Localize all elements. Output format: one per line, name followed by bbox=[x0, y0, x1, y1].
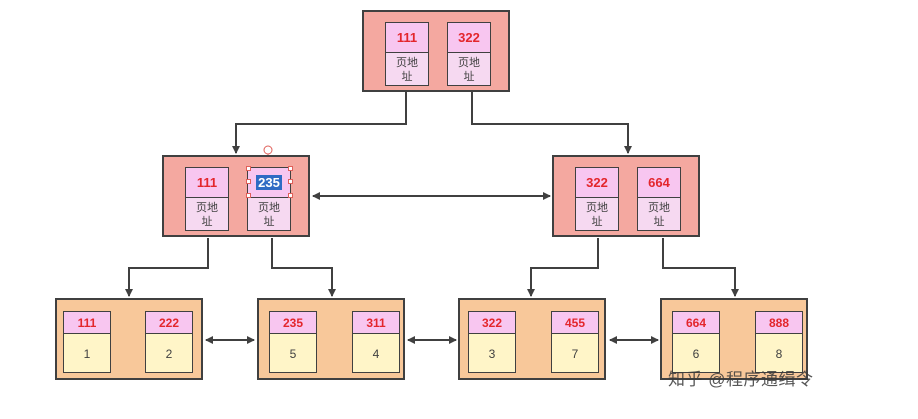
leaf4-entry-1[interactable]: 664 6 bbox=[672, 311, 720, 373]
internal1-cell-1[interactable]: 111 页地址 bbox=[185, 167, 229, 231]
root-addr-1: 页地址 bbox=[396, 55, 418, 83]
internal-node-2[interactable]: 322 页地址 664 页地址 bbox=[552, 155, 700, 237]
leaf3-entry-1[interactable]: 322 3 bbox=[468, 311, 516, 373]
selected-key-text[interactable]: 235 bbox=[256, 175, 282, 190]
leaf2-entry-1[interactable]: 235 5 bbox=[269, 311, 317, 373]
leaf3-key-2: 455 bbox=[552, 312, 598, 334]
leaf1-value-2: 2 bbox=[165, 346, 173, 361]
root-cell-1[interactable]: 111 页地址 bbox=[385, 22, 429, 86]
leaf2-entry-2[interactable]: 311 4 bbox=[352, 311, 400, 373]
root-key-2: 322 bbox=[448, 23, 490, 53]
leaf-node-2[interactable]: 235 5 311 4 bbox=[257, 298, 405, 380]
internal2-key-1: 322 bbox=[576, 168, 618, 198]
leaf-node-4[interactable]: 664 6 888 8 bbox=[660, 298, 808, 380]
root-key-1: 111 bbox=[386, 23, 428, 53]
resize-handle-se[interactable] bbox=[288, 193, 293, 198]
leaf2-key-2: 311 bbox=[353, 312, 399, 334]
leaf4-value-1: 6 bbox=[692, 346, 700, 361]
resize-handle-nw[interactable] bbox=[246, 166, 251, 171]
resize-handle-ne[interactable] bbox=[288, 166, 293, 171]
leaf3-key-1: 322 bbox=[469, 312, 515, 334]
leaf1-entry-2[interactable]: 222 2 bbox=[145, 311, 193, 373]
leaf2-value-1: 5 bbox=[289, 346, 297, 361]
leaf1-value-1: 1 bbox=[83, 346, 91, 361]
root-cell-2[interactable]: 322 页地址 bbox=[447, 22, 491, 86]
edge-int2-leaf3 bbox=[527, 238, 599, 297]
rotate-handle-icon bbox=[263, 145, 273, 155]
leaf3-value-1: 3 bbox=[488, 346, 496, 361]
zhihu-watermark: 知乎 @程序通缉令 bbox=[668, 370, 814, 389]
root-node[interactable]: 111 页地址 322 页地址 bbox=[362, 10, 510, 92]
resize-handle-w[interactable] bbox=[246, 179, 251, 184]
leaf4-entry-2[interactable]: 888 8 bbox=[755, 311, 803, 373]
leaf2-key-1: 235 bbox=[270, 312, 316, 334]
leaf-node-3[interactable]: 322 3 455 7 bbox=[458, 298, 606, 380]
edge-int1-leaf2 bbox=[271, 238, 336, 297]
leaf1-key-2: 222 bbox=[146, 312, 192, 334]
leaf4-value-2: 8 bbox=[775, 346, 783, 361]
edge-int2-leaf4 bbox=[662, 238, 739, 297]
resize-handle-sw[interactable] bbox=[246, 193, 251, 198]
edge-root-right bbox=[471, 92, 632, 154]
resize-handle-e[interactable] bbox=[288, 179, 293, 184]
internal2-cell-2[interactable]: 664 页地址 bbox=[637, 167, 681, 231]
internal2-addr-2: 页地址 bbox=[648, 200, 670, 228]
leaf1-entry-1[interactable]: 111 1 bbox=[63, 311, 111, 373]
leaf4-key-2: 888 bbox=[756, 312, 802, 334]
leaf2-value-2: 4 bbox=[372, 346, 380, 361]
internal2-cell-1[interactable]: 322 页地址 bbox=[575, 167, 619, 231]
internal1-addr-1: 页地址 bbox=[196, 200, 218, 228]
leaf4-key-1: 664 bbox=[673, 312, 719, 334]
internal1-cell-2[interactable]: 235 页地址 bbox=[247, 167, 291, 231]
root-addr-2: 页地址 bbox=[458, 55, 480, 83]
internal1-addr-2: 页地址 bbox=[258, 200, 280, 228]
edge-root-left bbox=[232, 92, 407, 154]
internal2-key-2: 664 bbox=[638, 168, 680, 198]
leaf-node-1[interactable]: 111 1 222 2 bbox=[55, 298, 203, 380]
internal-node-1[interactable]: 111 页地址 235 页地址 bbox=[162, 155, 310, 237]
leaf3-value-2: 7 bbox=[571, 346, 579, 361]
internal1-key-2[interactable]: 235 bbox=[248, 168, 290, 198]
internal1-key-1: 111 bbox=[186, 168, 228, 198]
leaf3-entry-2[interactable]: 455 7 bbox=[551, 311, 599, 373]
internal2-addr-1: 页地址 bbox=[586, 200, 608, 228]
leaf1-key-1: 111 bbox=[64, 312, 110, 334]
edge-int1-leaf1 bbox=[125, 238, 209, 297]
